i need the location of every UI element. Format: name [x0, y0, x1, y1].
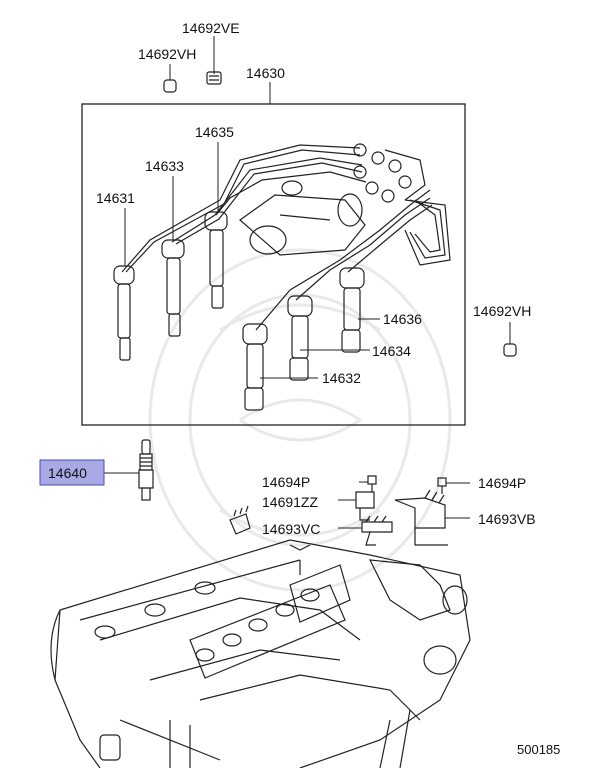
clip-14692ve: [206, 36, 222, 85]
callout-14694p-left: 14694P: [262, 474, 310, 490]
callout-14633: 14633: [145, 158, 184, 174]
engine-block: [50, 539, 471, 768]
distributor-cap: [239, 143, 426, 256]
highlight-14640: [39, 459, 105, 486]
callout-14693vc: 14693VC: [262, 521, 320, 537]
callout-14634: 14634: [372, 343, 411, 359]
callout-14692ve: 14692VE: [182, 20, 240, 36]
callout-14694p-right: 14694P: [478, 475, 526, 491]
plug-boot-14631: [113, 265, 135, 361]
ignition-wires: [121, 144, 451, 331]
callout-14636: 14636: [383, 311, 422, 327]
callout-14631: 14631: [96, 190, 135, 206]
plug-boot-14632: [242, 323, 268, 411]
callout-14632: 14632: [322, 370, 361, 386]
callout-14640: 14640: [48, 465, 87, 481]
bracket-14693vb: [394, 489, 470, 546]
callout-14692vh-top: 14692VH: [138, 46, 196, 62]
watermark: [148, 248, 452, 592]
plug-boot-14634: [287, 295, 313, 381]
callout-14635: 14635: [195, 124, 234, 140]
spark-plug: [104, 439, 154, 501]
plug-boot-14633: [161, 239, 185, 337]
callout-14693vb: 14693VB: [478, 511, 536, 527]
bolt-14694p-right: [437, 477, 470, 494]
callout-14691zz: 14691ZZ: [262, 494, 318, 510]
clip-14692vh-top: [163, 64, 177, 93]
plug-boot-14636: [339, 267, 365, 353]
plug-boot-14635: [204, 211, 228, 309]
callout-14630: 14630: [246, 65, 285, 81]
bracket-14693vc: [338, 515, 393, 546]
diagram-id: 500185: [517, 742, 560, 757]
cable-set-frame: [81, 103, 466, 426]
callout-14692vh-right: 14692VH: [473, 303, 531, 319]
bracket-small-left: [229, 505, 251, 535]
clip-14692vh-right: [503, 322, 517, 357]
bolt-14694p-left: [359, 475, 377, 492]
